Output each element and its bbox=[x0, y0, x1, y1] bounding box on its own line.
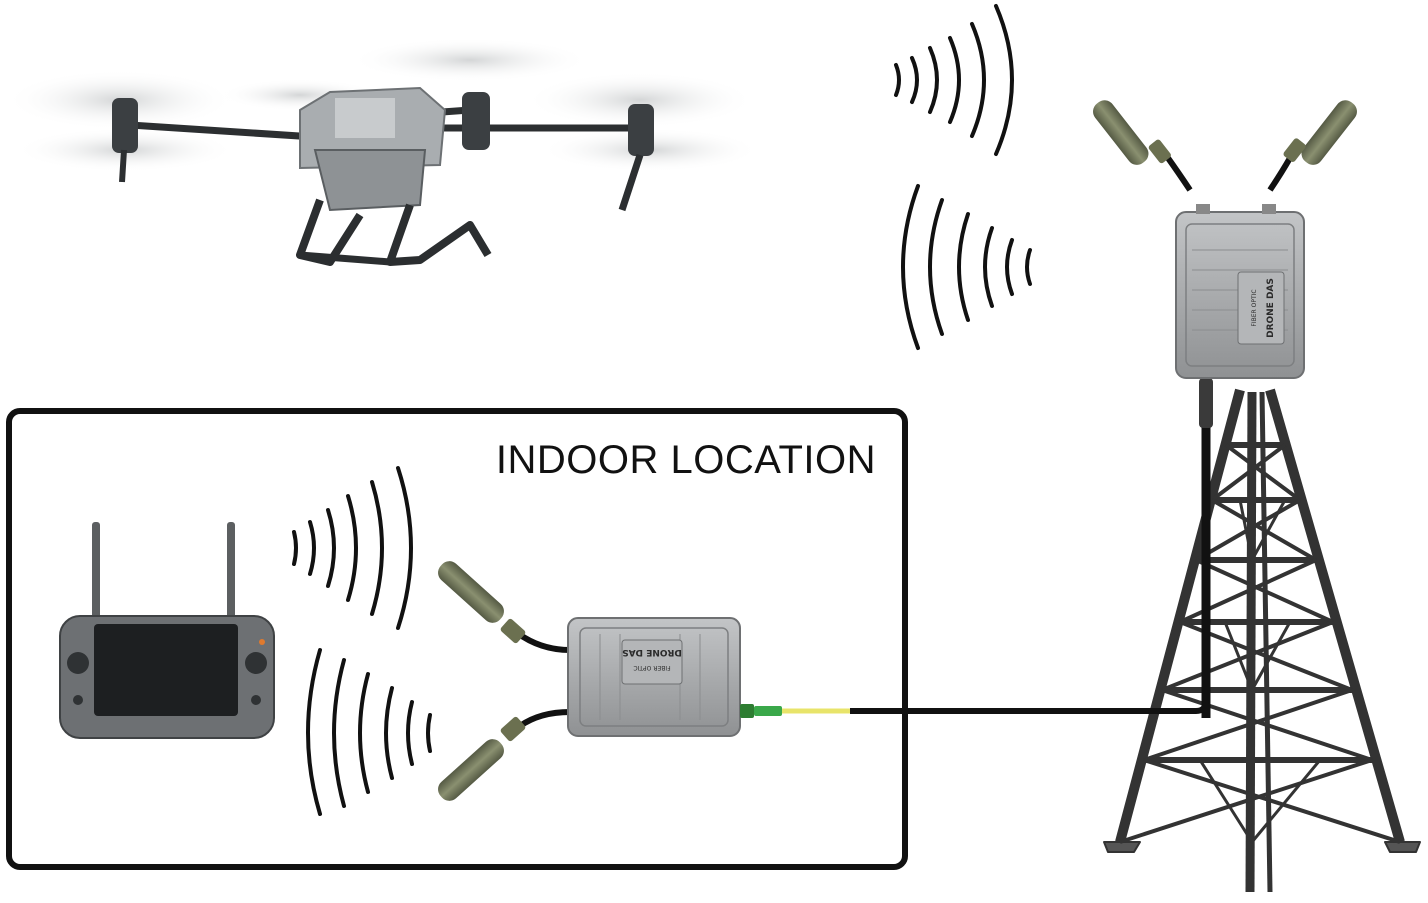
antenna-icon bbox=[438, 561, 526, 644]
indoor-das-brand-label: FIBER OPTIC bbox=[633, 664, 670, 671]
remote-controller-icon bbox=[59, 522, 275, 739]
antenna-icon bbox=[1283, 100, 1357, 165]
das-unit-icon: DRONE DAS FIBER OPTIC bbox=[1093, 100, 1357, 379]
das-unit-icon: DRONE DAS FIBER OPTIC bbox=[438, 561, 741, 801]
cable-gland bbox=[1199, 378, 1213, 428]
cell-tower-icon bbox=[1103, 388, 1421, 893]
antenna-icon bbox=[438, 716, 526, 801]
fiber-cable-to-tower bbox=[1148, 699, 1209, 714]
indoor-location-label: INDOOR LOCATION bbox=[495, 438, 876, 482]
indoor-das-model-label: DRONE DAS bbox=[622, 647, 682, 657]
radio-waves-icon bbox=[901, 184, 1032, 350]
radio-waves-icon bbox=[894, 4, 1014, 156]
fiber-connector-icon bbox=[740, 704, 850, 718]
radio-waves-icon bbox=[306, 648, 432, 816]
drone-icon bbox=[5, 38, 760, 266]
radio-waves-icon bbox=[292, 466, 413, 630]
antenna-icon bbox=[1093, 100, 1171, 165]
indoor-location-frame: INDOOR LOCATION bbox=[6, 408, 908, 870]
tower-das-model-label: DRONE DAS bbox=[1266, 278, 1276, 338]
tower-das-brand-label: FIBER OPTIC bbox=[1251, 289, 1258, 326]
